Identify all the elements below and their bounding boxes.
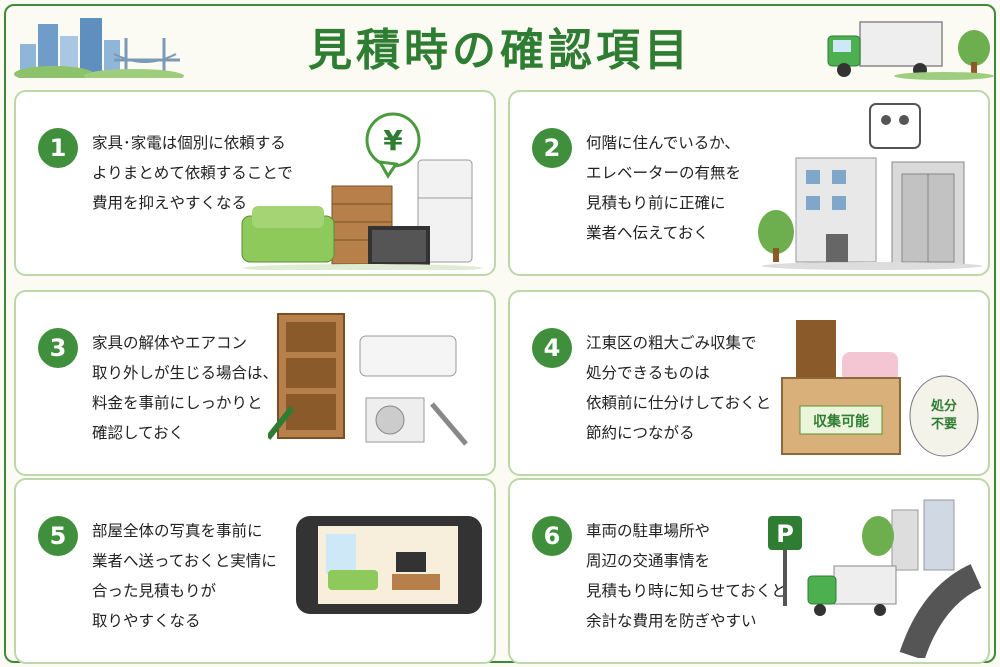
card-number-badge: 4 — [532, 328, 572, 368]
card-1: 1 家具･家電は個別に依頼する よりまとめて依頼することで 費用を抑えやすくなる… — [14, 90, 496, 276]
cityscape-icon — [14, 18, 184, 78]
card-2: 2 何階に住んでいるか、 エレベーターの有無を 見積もり前に正確に 業者へ伝えて… — [508, 90, 990, 276]
card-text: 家具･家電は個別に依頼する よりまとめて依頼することで 費用を抑えやすくなる — [92, 134, 293, 212]
page-frame — [4, 4, 996, 663]
card-number-badge: 1 — [38, 128, 78, 168]
building-elevator-icon — [758, 103, 982, 270]
box-label: 収集可能 — [813, 413, 869, 430]
card-number-badge: 2 — [532, 128, 572, 168]
card-text: 江東区の粗大ごみ収集で 処分できるものは 依頼前に仕分けしておくと 節約につなが… — [586, 334, 772, 442]
card-6: 6 車両の駐車場所や 周辺の交通事情を 見積もり時に知らせておくと 余計な費用を… — [508, 478, 990, 664]
card-text: 何階に住んでいるか、 エレベーターの有無を 見積もり前に正確に 業者へ伝えておく — [586, 134, 742, 242]
card-4: 4 江東区の粗大ごみ収集で 処分できるものは 依頼前に仕分けしておくと 節約につ… — [508, 290, 990, 476]
card-number-badge: 6 — [532, 516, 572, 556]
shelf-aircon-tools-icon — [268, 313, 468, 446]
bag-label-2: 不要 — [931, 417, 957, 432]
card-5: 5 部屋全体の写真を事前に 業者へ送っておくと実情に 合った見積もりが 取りやす… — [14, 478, 496, 664]
bag-label-1: 処分 — [930, 398, 957, 414]
card-text: 部屋全体の写真を事前に 業者へ送っておくと実情に 合った見積もりが 取りやすくな… — [92, 522, 277, 630]
delivery-truck-icon — [827, 21, 994, 80]
page-title: 見積時の確認項目 — [308, 25, 692, 76]
parking-sign-letter: P — [776, 520, 794, 548]
furniture-appliances-yen-icon: ¥ — [241, 112, 483, 270]
box-garbage-bag-icon: 収集可能 処分 不要 — [781, 320, 979, 457]
card-number-badge: 5 — [38, 516, 78, 556]
card-text: 車両の駐車場所や 周辺の交通事情を 見積もり時に知らせておくと 余計な費用を防ぎ… — [586, 522, 787, 630]
card-3: 3 家具の解体やエアコン 取り外しが生じる場合は、 料金を事前にしっかりと 確認… — [14, 290, 496, 476]
card-text: 家具の解体やエアコン 取り外しが生じる場合は、 料金を事前にしっかりと 確認して… — [92, 334, 279, 442]
parking-truck-road-icon: P — [768, 499, 982, 658]
yen-sign: ¥ — [383, 124, 403, 157]
smartphone-room-photo-icon — [296, 516, 482, 614]
card-number-badge: 3 — [38, 328, 78, 368]
